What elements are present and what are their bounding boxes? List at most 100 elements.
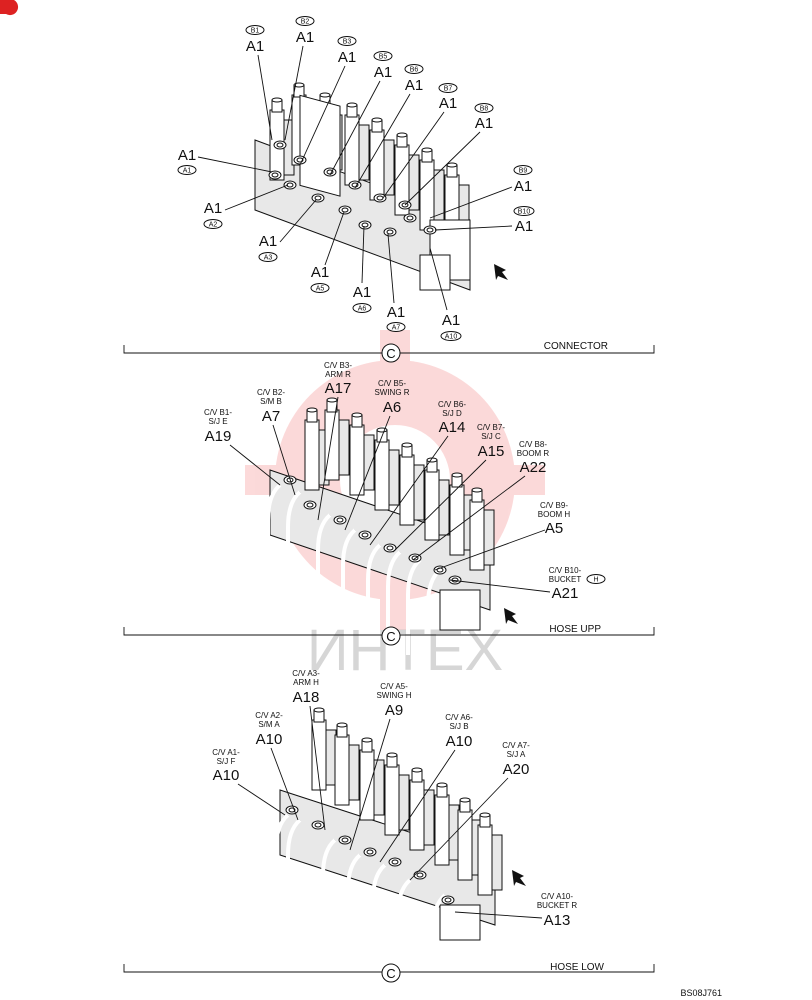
svg-text:A6: A6 [358, 306, 367, 313]
svg-text:C/V B2-: C/V B2- [257, 388, 285, 397]
svg-text:C/V B8-: C/V B8- [519, 440, 547, 449]
svg-text:A13: A13 [544, 912, 571, 929]
svg-text:S/J F: S/J F [217, 757, 236, 766]
arrow-icon [494, 264, 508, 280]
svg-text:A1: A1 [183, 168, 192, 175]
svg-text:A1: A1 [246, 38, 264, 55]
svg-text:A14: A14 [439, 419, 466, 436]
svg-text:B3: B3 [343, 39, 352, 46]
hose-low-section: C/V A1- S/J F A10 C/V A2- S/M A A10 C/V … [123, 669, 655, 992]
svg-text:B7: B7 [444, 86, 453, 93]
connector-label-b5: B5 A1 [329, 51, 393, 176]
svg-text:C/V A3-: C/V A3- [292, 669, 320, 678]
hose-upp-label-b1: C/V B1- S/J E A19 [204, 408, 281, 486]
connector-section-bracket: C CONNECTOR [123, 341, 655, 363]
connector-valve-assembly [254, 82, 471, 291]
hose-upp-label-b2: C/V B2- S/M B A7 [257, 388, 296, 496]
svg-text:BOOM H: BOOM H [538, 510, 571, 519]
svg-text:B10: B10 [518, 209, 531, 216]
svg-text:A1: A1 [442, 312, 460, 329]
svg-text:A1: A1 [374, 64, 392, 81]
connector-label-a6: A1 A6 [352, 225, 372, 313]
svg-text:C/V B9-: C/V B9- [540, 501, 568, 510]
svg-text:S/M A: S/M A [258, 720, 280, 729]
hose-low-label-a1: C/V A1- S/J F A10 [212, 748, 286, 816]
connector-label-b8: B8 A1 [404, 103, 494, 206]
svg-text:A7: A7 [392, 325, 401, 332]
svg-text:A5: A5 [316, 286, 325, 293]
svg-text:S/J D: S/J D [442, 409, 462, 418]
hose-upp-valve-assembly [266, 397, 495, 667]
hose-low-label-a3: C/V A3- ARM H A18 [292, 669, 326, 831]
svg-text:ARM R: ARM R [325, 370, 351, 379]
svg-text:C/V B6-: C/V B6- [438, 400, 466, 409]
connector-label-b10: B10 A1 [434, 206, 535, 235]
svg-text:A1: A1 [178, 147, 196, 164]
svg-text:A1: A1 [515, 218, 533, 235]
svg-text:C/V A10-: C/V A10- [541, 892, 573, 901]
hose-low-label-a6: C/V A6- S/J B A10 [379, 713, 473, 863]
svg-text:A6: A6 [383, 399, 401, 416]
hose-low-section-bracket: C HOSE LOW [123, 962, 655, 983]
svg-text:A2: A2 [209, 222, 218, 229]
svg-text:A1: A1 [311, 264, 329, 281]
svg-text:C/V A1-: C/V A1- [212, 748, 240, 757]
svg-text:BUCKET R: BUCKET R [537, 901, 578, 910]
svg-text:A3: A3 [264, 255, 273, 262]
svg-text:BUCKET: BUCKET [549, 575, 582, 584]
svg-text:A9: A9 [385, 702, 403, 719]
svg-text:A1: A1 [353, 284, 371, 301]
svg-text:A21: A21 [552, 585, 579, 602]
connector-label-a5: A1 A5 [310, 211, 345, 293]
svg-text:A22: A22 [520, 459, 547, 476]
svg-text:B6: B6 [410, 67, 419, 74]
svg-text:A7: A7 [262, 408, 280, 425]
svg-text:A1: A1 [405, 77, 423, 94]
hose-low-label-a5: C/V A5- SWING H A9 [349, 682, 412, 851]
svg-text:A1: A1 [439, 95, 457, 112]
svg-text:A1: A1 [259, 233, 277, 250]
svg-text:B1: B1 [251, 28, 260, 35]
svg-text:C/V A5-: C/V A5- [380, 682, 408, 691]
hose-upp-label-b7: C/V B7- S/J C A15 [392, 423, 505, 553]
corner-mark-icon [0, 0, 19, 16]
svg-text:A1: A1 [514, 178, 532, 195]
connector-label-b2: B2 A1 [284, 16, 315, 141]
svg-text:C/V A2-: C/V A2- [255, 711, 283, 720]
svg-text:A5: A5 [545, 520, 563, 537]
svg-text:C/V A6-: C/V A6- [445, 713, 473, 722]
drawing-code: BS08J761 [680, 988, 722, 998]
svg-text:B8: B8 [480, 106, 489, 113]
svg-text:H: H [593, 577, 598, 584]
svg-text:S/J C: S/J C [481, 432, 501, 441]
hose-low-label-a2: C/V A2- S/M A A10 [255, 711, 299, 821]
svg-text:S/J E: S/J E [208, 417, 227, 426]
hose-upp-label-b9: C/V B9- BOOM H A5 [434, 501, 571, 571]
connector-section: B1 A1 B2 A1 B3 A1 B5 A1 B6 A1 [123, 16, 655, 363]
connector-label-b9: B9 A1 [429, 165, 533, 219]
hose-low-label-a7: C/V A7- S/J A A20 [409, 741, 530, 881]
svg-text:ARM H: ARM H [293, 678, 319, 687]
svg-text:SWING R: SWING R [374, 388, 409, 397]
svg-text:A10: A10 [256, 731, 283, 748]
svg-text:C/V B7-: C/V B7- [477, 423, 505, 432]
svg-text:S/M B: S/M B [260, 397, 282, 406]
svg-text:C/V B5-: C/V B5- [378, 379, 406, 388]
svg-text:CONNECTOR: CONNECTOR [544, 341, 608, 352]
svg-text:B5: B5 [379, 54, 388, 61]
hose-upp-section-bracket: C HOSE UPP [123, 624, 655, 646]
connector-label-a1: A1 A1 [177, 147, 273, 175]
svg-text:C/V B1-: C/V B1- [204, 408, 232, 417]
hose-low-label-a10: C/V A10- BUCKET R A13 [454, 892, 578, 929]
svg-text:C/V A7-: C/V A7- [502, 741, 530, 750]
svg-text:S/J A: S/J A [507, 750, 526, 759]
svg-text:B2: B2 [301, 19, 310, 26]
svg-text:A1: A1 [204, 200, 222, 217]
svg-text:C/V B3-: C/V B3- [324, 361, 352, 370]
arrow-icon [512, 870, 526, 886]
svg-text:A10: A10 [213, 767, 240, 784]
svg-text:HOSE UPP: HOSE UPP [549, 624, 601, 635]
hose-upp-label-b10: C/V B10- BUCKET H A21 [449, 566, 606, 602]
connector-label-b3: B3 A1 [299, 36, 357, 166]
